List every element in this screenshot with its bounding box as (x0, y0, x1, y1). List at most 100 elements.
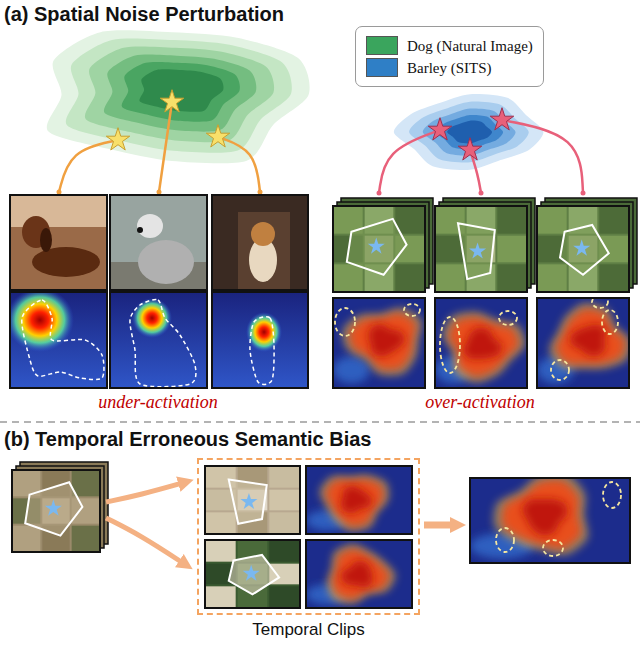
parcel-outline (229, 555, 279, 594)
density-contour (409, 102, 529, 163)
image-frame (110, 292, 207, 388)
object-outline (22, 300, 104, 380)
star-marker (160, 90, 183, 112)
dog-photo (110, 195, 207, 290)
density-contour (104, 54, 256, 131)
dog-house (238, 212, 290, 290)
error-highlight (551, 360, 569, 380)
label-holder: over-activation (425, 392, 535, 414)
photo-bg (12, 470, 100, 552)
heatmap (306, 466, 412, 534)
sample-link (59, 140, 118, 192)
error-highlight (404, 304, 420, 316)
dog-body (138, 240, 194, 284)
field-patch (206, 541, 236, 562)
field-patch (538, 207, 567, 234)
heatmap-bg (306, 540, 412, 608)
heatmap-bg (333, 298, 425, 388)
field-patch (206, 512, 236, 533)
heat-core (368, 324, 405, 356)
field-patch (269, 490, 299, 511)
parcel-outline (229, 480, 267, 524)
image-frame (205, 540, 300, 608)
section-heading: (a) Spatial Noise Perturbation (4, 2, 284, 26)
star-marker (469, 242, 486, 258)
density-contour (66, 38, 292, 152)
photo-bg (205, 540, 300, 608)
legend-swatch (366, 58, 398, 77)
section-divider (0, 421, 640, 423)
error-highlight (602, 310, 618, 334)
heat-glow (327, 544, 396, 604)
image-frame (537, 298, 629, 388)
flow-arrow (106, 482, 186, 502)
error-highlight (335, 308, 355, 336)
image-frame (10, 195, 107, 290)
field-patch (72, 526, 99, 551)
satellite-image (12, 470, 100, 552)
photo-bg (212, 195, 308, 290)
dog-body (32, 247, 100, 277)
heatmap (10, 292, 107, 388)
star-marker (458, 138, 481, 160)
field-patch (269, 512, 299, 533)
heat-spot (132, 298, 172, 338)
legend-swatch (366, 36, 398, 55)
density-contour (122, 62, 240, 122)
error-highlight (499, 311, 517, 325)
dog-head (251, 222, 275, 246)
link-dot (157, 190, 162, 195)
field-patch (599, 264, 628, 291)
legend-box: Dog (Natural Image)Barley (SITS) (355, 26, 544, 87)
heat-glow (442, 312, 525, 383)
density-contour (47, 30, 310, 163)
heat-core (463, 327, 502, 359)
image-frame (10, 292, 107, 388)
heatmap-bg (306, 466, 412, 534)
star-marker (206, 125, 229, 147)
photo-bg (10, 195, 107, 290)
field-patch (497, 264, 526, 291)
star-marker (428, 118, 451, 140)
image-frame (435, 206, 527, 292)
image-frame (306, 540, 412, 608)
section-heading: (b) Temporal Erroneous Semantic Bias (4, 427, 372, 451)
heatmap-bg (537, 298, 629, 388)
heatmap (212, 292, 308, 388)
field-patch (497, 207, 526, 234)
label-holder: (b) Temporal Erroneous Semantic Bias (4, 427, 372, 451)
satellite-image (205, 466, 300, 534)
heatmap (470, 478, 630, 563)
image-frame (12, 470, 100, 552)
photo-wall (10, 195, 107, 227)
error-highlight (603, 482, 621, 508)
caption-holder: Temporal Clips (199, 620, 418, 640)
photo-bg (537, 206, 629, 292)
star-marker (368, 237, 385, 253)
star-marker (243, 565, 260, 581)
heat-core (341, 561, 373, 588)
image-frame (212, 292, 308, 388)
label-holder: under-activation (98, 392, 218, 414)
field-patch (497, 236, 526, 263)
legend-text: Dog (Natural Image) (407, 37, 533, 55)
heatmap-bg (110, 292, 207, 388)
field-patch (334, 264, 363, 291)
heat-core (341, 486, 373, 514)
legend-row: Dog (Natural Image) (366, 36, 533, 55)
star-marker (490, 108, 513, 130)
object-outline (250, 317, 274, 385)
field-patch (538, 264, 567, 291)
parcel-outline (458, 223, 495, 279)
clip-group-box: Temporal Clips (197, 458, 420, 615)
flow-arrow (424, 522, 458, 529)
heatmap-bg (435, 298, 527, 388)
object-outline (130, 300, 196, 387)
star-marker (240, 493, 257, 509)
image-frame (205, 466, 300, 534)
photo-bg (110, 195, 207, 290)
star-marker (573, 240, 590, 256)
satellite-image (435, 206, 527, 292)
